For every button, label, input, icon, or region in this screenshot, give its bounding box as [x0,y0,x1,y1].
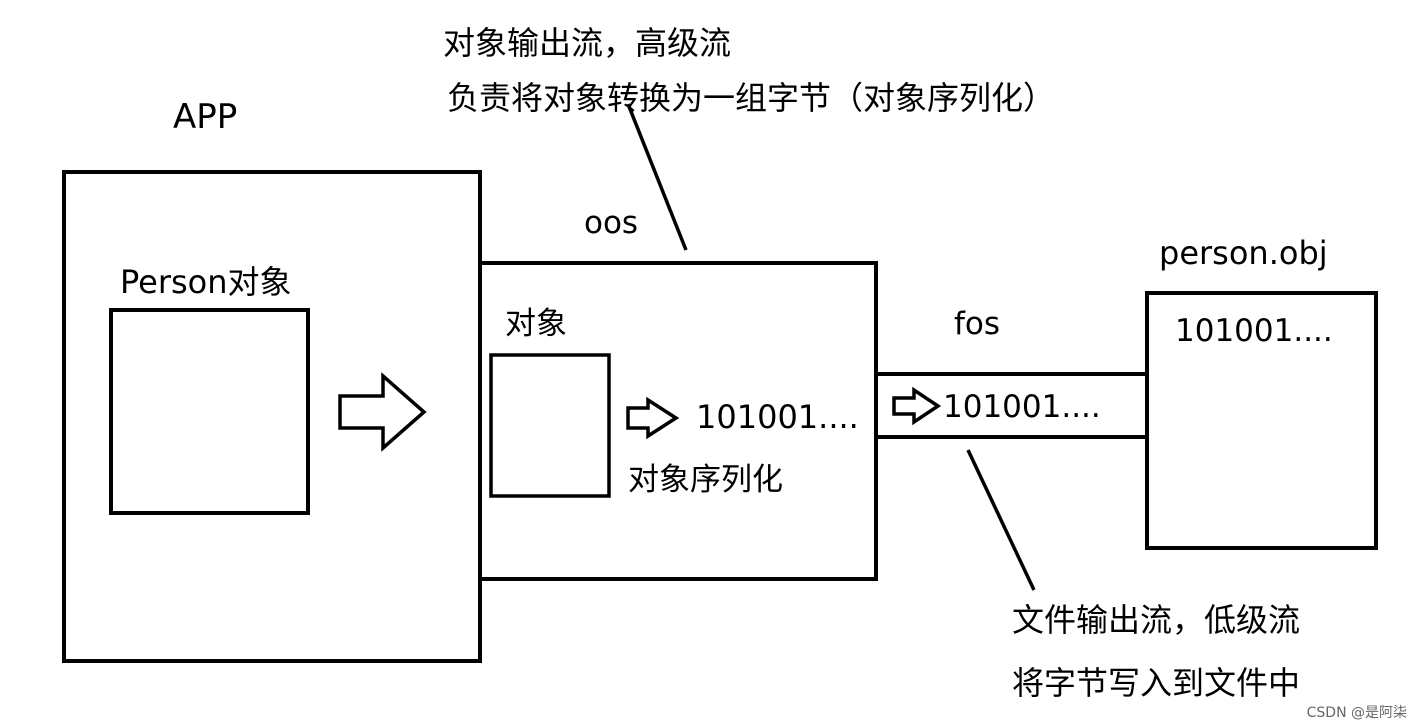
fos-output-bytes: 101001.... [943,389,1101,425]
oos-inner-object-label: 对象 [505,306,567,342]
watermark: CSDN @是阿柒 [1306,705,1407,721]
oos-annotation-line2: 负责将对象转换为一组字节（对象序列化） [447,79,1056,117]
app-to-oos-arrow-icon [338,372,427,452]
file-name-label: person.obj [1159,234,1328,272]
person-object-label: Person对象 [120,263,292,301]
oos-annotation-line1: 对象输出流，高级流 [443,24,732,62]
fos-annotation-line1: 文件输出流，低级流 [1012,601,1301,639]
fos-annotation-leader-line [966,449,1036,591]
oos-serialize-arrow-icon [626,396,680,440]
file-box [1145,291,1378,550]
oos-object-box [489,353,611,498]
fos-label: fos [954,306,1001,342]
oos-label: oos [584,205,639,241]
fos-write-arrow-icon [892,386,942,426]
person-object-box [109,308,310,515]
oos-serialize-caption: 对象序列化 [628,462,783,498]
file-content-bytes: 101001.... [1175,313,1333,349]
oos-annotation-leader-line [626,103,688,251]
oos-output-bytes: 101001.... [696,398,859,436]
app-label: APP [173,97,238,137]
fos-annotation-line2: 将字节写入到文件中 [1012,664,1301,702]
